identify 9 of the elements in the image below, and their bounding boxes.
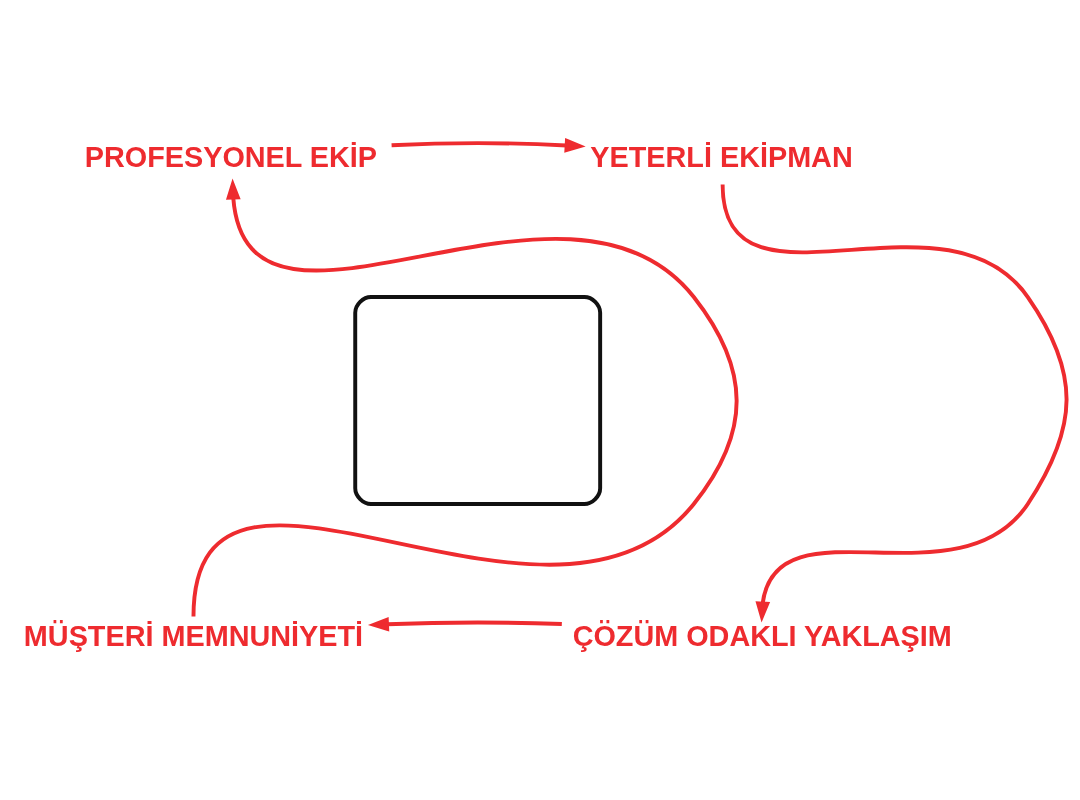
arrow — [720, 183, 1069, 623]
node-text: PROFESYONEL EKİP — [84, 140, 378, 173]
node-box — [353, 294, 603, 506]
node-text: YETERLİ EKİPMAN — [590, 140, 853, 173]
arrow — [191, 177, 739, 617]
arrow — [391, 137, 586, 153]
arrow — [367, 616, 562, 632]
node-text: ÇÖZÜM ODAKLI YAKLAŞIM — [572, 619, 952, 652]
node-text: MÜŞTERİ MEMNUNİYETİ — [23, 619, 364, 652]
